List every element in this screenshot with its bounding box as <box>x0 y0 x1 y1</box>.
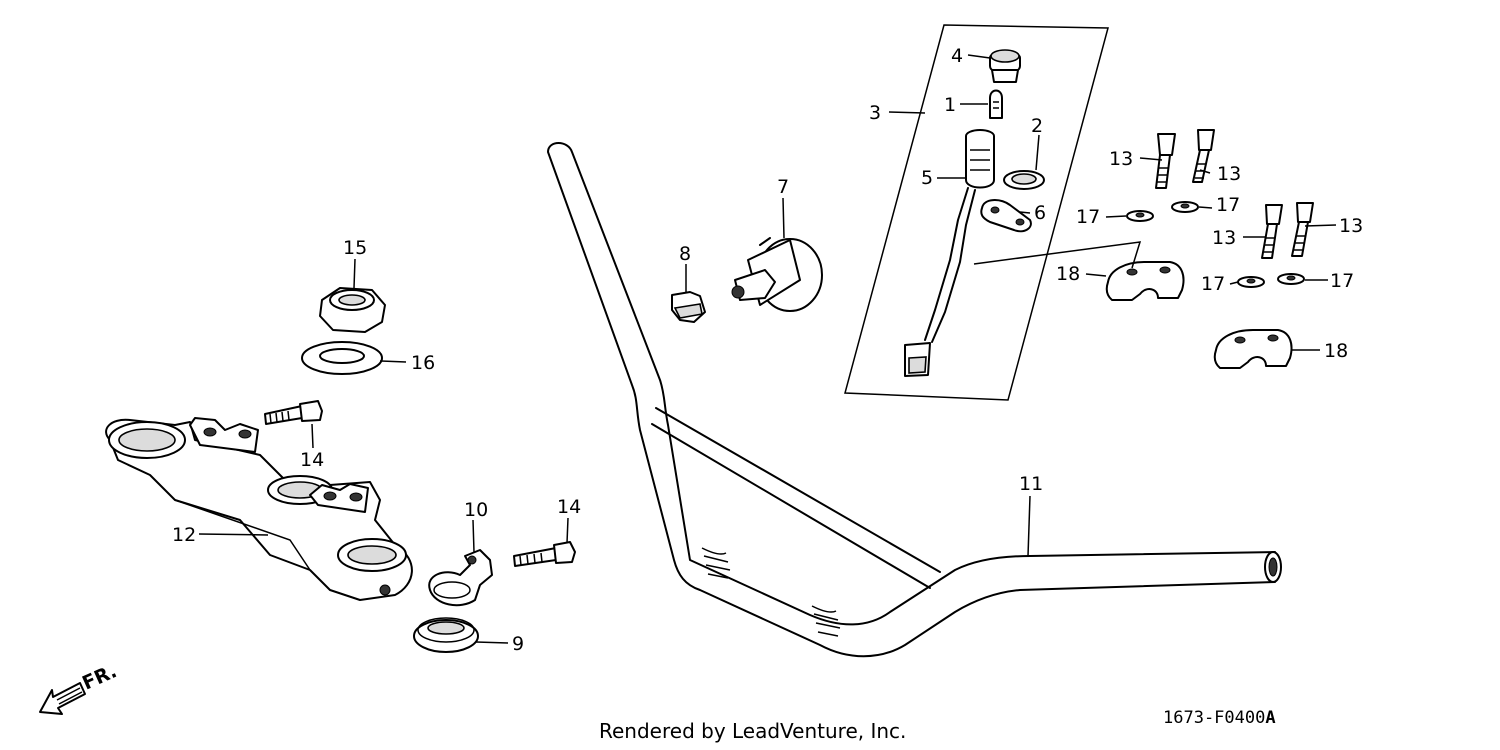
switch-7-part[interactable] <box>731 237 823 312</box>
front-label: FR. <box>79 660 120 694</box>
plate-6-part[interactable] <box>980 199 1032 233</box>
bolt-13-a-part[interactable] <box>1155 133 1176 189</box>
washer-17-c-part[interactable] <box>1237 276 1265 288</box>
leader-lines <box>198 54 1337 644</box>
callout-6: 6 <box>1034 202 1046 224</box>
lamp-assembly-box <box>844 24 1109 401</box>
callout-14-lower: 14 <box>557 496 581 518</box>
callout-4: 4 <box>951 45 963 67</box>
callout-11: 11 <box>1019 473 1043 495</box>
callout-17-a: 17 <box>1076 206 1100 228</box>
callout-9: 9 <box>512 633 524 655</box>
bolt-13-b-part[interactable] <box>1192 129 1215 183</box>
washer-17-d-part[interactable] <box>1277 273 1305 285</box>
callout-13-b: 13 <box>1217 163 1241 185</box>
callout-3: 3 <box>869 102 881 124</box>
grommet-9-part[interactable] <box>413 617 479 653</box>
clamp-10-part[interactable] <box>428 549 493 607</box>
diagram-code-suffix: A <box>1265 708 1275 728</box>
callout-17-b: 17 <box>1216 194 1240 216</box>
callout-15: 15 <box>343 237 367 259</box>
callout-17-d: 17 <box>1330 270 1354 292</box>
callout-8: 8 <box>679 243 691 265</box>
bulb-1-part[interactable] <box>989 89 1003 119</box>
callout-7: 7 <box>777 176 789 198</box>
top-bridge-part[interactable] <box>105 417 413 601</box>
callout-18-b: 18 <box>1324 340 1348 362</box>
callout-10: 10 <box>464 499 488 521</box>
callout-1: 1 <box>944 94 956 116</box>
callout-2: 2 <box>1031 115 1043 137</box>
bolt-14-upper-part[interactable] <box>264 400 323 425</box>
callout-14-upper: 14 <box>300 449 324 471</box>
washer-17-a-part[interactable] <box>1126 210 1154 222</box>
cap-4-part[interactable] <box>989 49 1021 83</box>
ring-2-part[interactable] <box>1003 170 1045 190</box>
bolt-14-lower-part[interactable] <box>513 541 576 567</box>
callout-17-c: 17 <box>1201 273 1225 295</box>
diagram-code: 1673-F0400A <box>1163 708 1276 728</box>
callout-16: 16 <box>411 352 435 374</box>
front-direction-indicator: FR. <box>39 660 120 715</box>
holder-18-upper-part[interactable] <box>1105 261 1185 301</box>
washer-16-part[interactable] <box>301 341 383 375</box>
washer-17-b-part[interactable] <box>1171 201 1199 213</box>
callout-13-c: 13 <box>1212 227 1236 249</box>
diagram-code-number: 1673-F0400 <box>1163 708 1265 728</box>
callout-18-a: 18 <box>1056 263 1080 285</box>
socket-5-part[interactable] <box>904 129 995 377</box>
handlebar-part[interactable] <box>547 142 1282 658</box>
callout-labels: 4 1 3 5 2 6 7 8 15 16 14 12 10 14 9 11 1… <box>172 45 1363 655</box>
callout-13-d: 13 <box>1339 215 1363 237</box>
nut-15-part[interactable] <box>319 287 386 333</box>
holder-18-lower-part[interactable] <box>1213 329 1293 369</box>
front-arrow-icon <box>39 682 86 715</box>
clip-8-part[interactable] <box>671 291 706 323</box>
bolt-13-c-part[interactable] <box>1261 204 1283 259</box>
bolt-13-d-part[interactable] <box>1291 202 1314 257</box>
callout-13-a: 13 <box>1109 148 1133 170</box>
footer-credit: Rendered by LeadVenture, Inc. <box>599 719 906 743</box>
callout-5: 5 <box>921 167 933 189</box>
callout-12: 12 <box>172 524 196 546</box>
